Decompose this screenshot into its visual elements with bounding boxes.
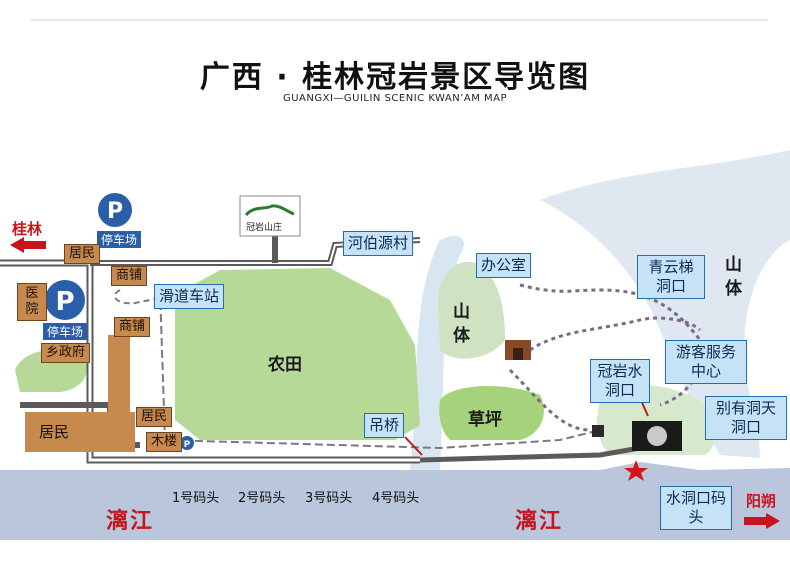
mountain-trail-branch (529, 316, 702, 352)
suspension-bridge-label: 吊桥 (364, 413, 405, 438)
residents-label-2: 居民 (136, 407, 173, 427)
parking-glyph-1: P (107, 199, 123, 224)
farmland-area (175, 268, 420, 440)
river-inlet (410, 235, 464, 470)
residents-label-3: 居民 (39, 423, 70, 441)
shop-label-1: 商铺 (111, 266, 148, 286)
parking-label-1: 停车场 (97, 231, 142, 248)
parking-sign-1 (98, 193, 132, 227)
map-subtitle: GUANGXI—GUILIN SCENIC KWAN’AM MAP (282, 93, 508, 104)
pier-4-label: 4号码头 (372, 491, 420, 506)
shop-block-1 (108, 335, 130, 430)
parking-glyph-3: P (184, 440, 191, 450)
bridge-pointer (404, 436, 423, 456)
cave-formation (647, 426, 667, 446)
map-title: 广西 · 桂林冠岩景区导览图 (199, 60, 591, 95)
office-label: 办公室 (476, 253, 532, 278)
lawn-label: 草坪 (468, 410, 502, 430)
township-gov-label: 乡政府 (41, 343, 91, 363)
parking-sign-3 (180, 436, 194, 450)
hospital-label: 医院 (17, 283, 47, 321)
west-arrow (10, 237, 46, 253)
residents-building (25, 412, 135, 452)
parking-sign-2 (45, 280, 85, 320)
river-label-east: 漓江 (515, 509, 564, 534)
bieyou-cave-label: 别有洞天洞口 (705, 396, 787, 440)
pier-2-label: 2号码头 (238, 491, 286, 506)
lijiang-river (0, 462, 790, 540)
mountain-gate-door (513, 348, 523, 360)
hebo-village-label: 河伯源村 (343, 231, 414, 256)
water-cave-pier-label: 水洞口码头 (660, 486, 732, 530)
pier-3-label: 3号码头 (305, 491, 353, 506)
direction-yangshuo: 阳朔 (746, 492, 777, 510)
resort-logo-box (239, 195, 301, 237)
slide-path (114, 289, 161, 305)
walking-path (159, 289, 601, 450)
slide-station-label: 滑道车站 (154, 284, 225, 309)
resort-logo-text: 冠岩山庄 (246, 223, 283, 233)
wooden-house-label: 木楼 (146, 432, 183, 452)
mountain-area-1 (438, 261, 505, 359)
river-road (419, 445, 641, 463)
parking-glyph-2: P (55, 287, 74, 317)
lawn-area (439, 385, 544, 440)
mountain-label-1: 山体 (453, 302, 470, 346)
parking-label-2: 停车场 (43, 323, 88, 340)
cave-gate (592, 425, 604, 437)
resort-logo-mark (244, 204, 295, 217)
guanyan-water-cave-label: 冠岩水洞口 (590, 359, 650, 403)
residents-label-1: 居民 (64, 244, 101, 264)
cave-trail (508, 368, 591, 432)
farmland-label: 农田 (268, 355, 302, 375)
visitor-center-label: 游客服务中心 (665, 340, 747, 384)
east-arrow (744, 513, 780, 529)
pier-star (624, 460, 648, 481)
direction-guilin: 桂林 (12, 220, 43, 238)
shop-label-2: 商铺 (114, 317, 151, 337)
qingyun-ladder-label: 青云梯洞口 (637, 255, 705, 299)
mountain-label-2: 山体 (725, 255, 742, 299)
river-label-west: 漓江 (106, 509, 155, 534)
pier-1-label: 1号码头 (172, 491, 220, 506)
